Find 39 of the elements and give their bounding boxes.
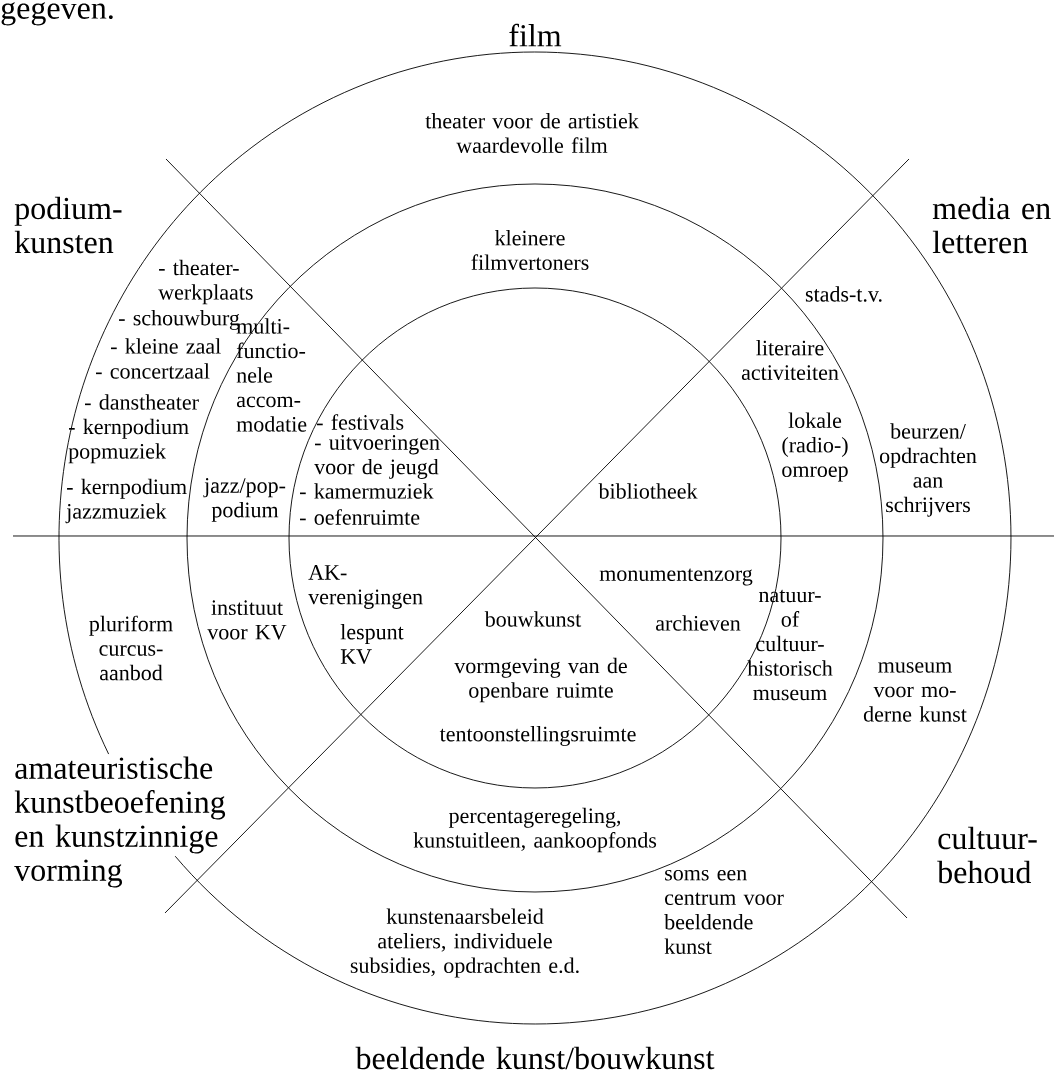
region-label: jazz/pop- podium [203, 478, 286, 522]
region-label: theater voor de artistiek waardevolle film [425, 113, 639, 153]
region-label: percentageregeling, kunstuitleen, aankoopfonds [413, 807, 657, 853]
body-text: gegeven. [1, 2, 113, 26]
region-label: monumentenzorg [599, 568, 753, 586]
sector-label: media en letteren [932, 196, 1051, 254]
region-label: stads-t.v. [805, 286, 882, 302]
sector-label: cultuur- behoud [937, 826, 1037, 884]
region-label: natuur- of cultuur- historisch museum [747, 589, 833, 701]
sector-label: podium- kunsten [14, 196, 122, 254]
list-item: - kleine zaal [111, 338, 221, 354]
region-label: literaire activiteiten [741, 340, 839, 380]
list-item: - kernpodium jazzmuziek [65, 478, 187, 524]
region-label: bibliotheek [598, 483, 698, 499]
region-label: instituut voor KV [207, 600, 287, 640]
list-item: - kernpodium popmuziek [68, 418, 189, 464]
sector-label: amateuristische kunstbeoefening en kunstzinnige vorming [14, 756, 226, 888]
region-label: pluriform curcus- aanbod [89, 615, 173, 681]
region-label: vormgeving van de openbare ruimte [454, 657, 627, 703]
region-label: bouwkunst [484, 611, 582, 627]
list-item: - theater- werkplaats [158, 259, 253, 305]
region-label: lokale (radio-) omroep [782, 412, 848, 482]
region-label: beurzen/ opdrachten aan schrijvers [879, 423, 977, 517]
region-label: tentoonstellingsruimte [439, 726, 636, 746]
sector-label: beeldende kunst/bouwkunst [355, 1046, 715, 1070]
region-label: soms een centrum voor beeldende kunst [664, 869, 784, 955]
list-item: - danstheater [85, 394, 199, 410]
region-label: kleinere filmvertoners [471, 230, 589, 270]
region-label: archieven [656, 615, 741, 631]
region-label: AK- verenigingen [308, 565, 423, 609]
region-label: kunstenaarsbeleid ateliers, individuele subsidies, opdrachten e.d. [350, 908, 579, 978]
region-label: lespunt KV [340, 623, 404, 665]
list-item: - concertzaal [96, 363, 210, 379]
sector-label: film [509, 23, 562, 47]
region-label: museum voor mo- derne kunst [863, 662, 967, 722]
list-item: - oefenruimte [300, 509, 420, 525]
list-item: - festivals [317, 414, 404, 430]
list-item: - uitvoeringen voor de jeugd [314, 435, 440, 479]
list-item: - kamermuziek [300, 483, 434, 499]
